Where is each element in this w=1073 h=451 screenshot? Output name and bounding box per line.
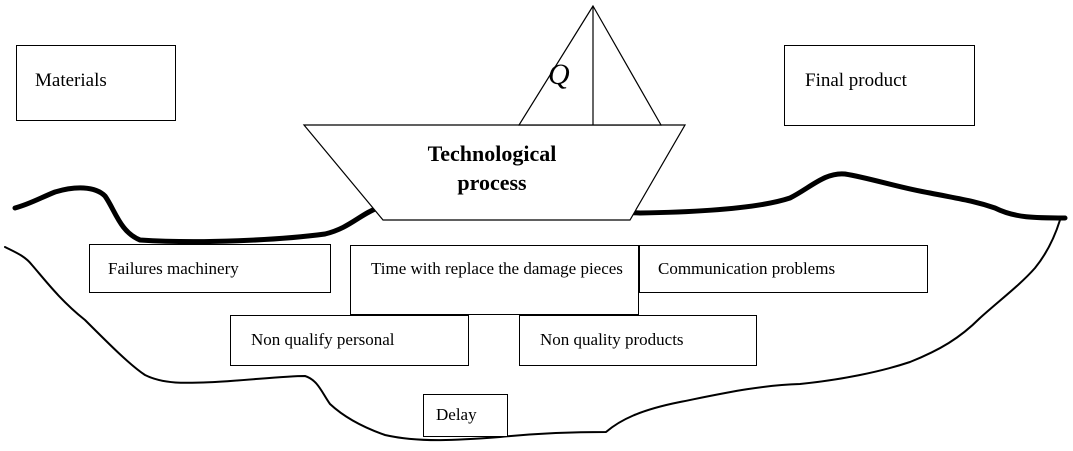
non-quality-products-box: Non quality products: [519, 315, 757, 366]
failures-machinery-box: Failures machinery: [89, 244, 331, 293]
replacement-time-box: Time with replace the damage pieces: [350, 245, 639, 315]
sail-letter: Q: [548, 58, 570, 91]
communication-problems-box: Communication problems: [639, 245, 928, 293]
non-qualify-personal-box: Non qualify personal: [230, 315, 469, 366]
boat-sail: [517, 4, 663, 126]
materials-box: Materials: [16, 45, 176, 121]
delay-box: Delay: [423, 394, 508, 437]
boat-title: Technological process: [427, 141, 557, 195]
final-product-box: Final product: [784, 45, 975, 126]
iceberg-outline: [4, 219, 1061, 442]
